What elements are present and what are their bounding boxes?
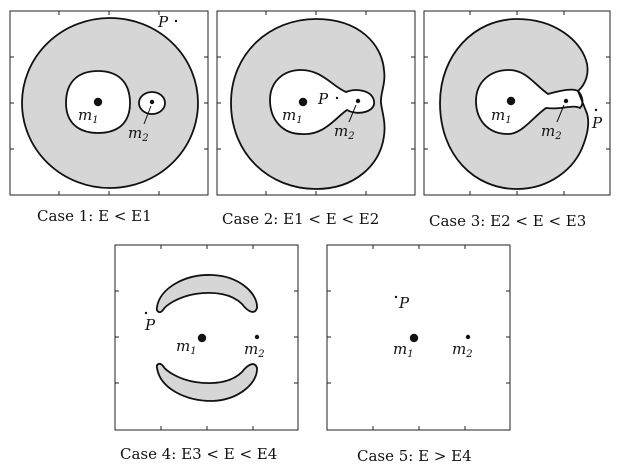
p-point [335, 96, 339, 100]
ticks [115, 245, 298, 430]
panel-case-2: P m1 m2 Case 2: E1 < E < E2 [216, 10, 416, 228]
m2-label: m2 [452, 340, 473, 360]
m1-point [506, 96, 516, 106]
forbidden-crescent-upper [155, 274, 258, 314]
p-point [174, 19, 178, 23]
panel-case-1: P m1 m2 Case 1: E < E1 [9, 10, 209, 225]
panel-case-4: P m1 m2 Case 4: E3 < E < E4 [114, 244, 299, 463]
m1-label: m1 [491, 106, 512, 126]
panel-frame [114, 244, 299, 431]
m2-label: m2 [541, 122, 562, 142]
panel-case-5: P m1 m2 Case 5: E > E4 [326, 244, 511, 465]
caption: Case 2: E1 < E < E2 [222, 210, 379, 228]
p-label: P [398, 294, 410, 312]
m1-point [409, 333, 419, 343]
ticks [10, 11, 208, 195]
forbidden-region [21, 17, 199, 189]
p-label: P [317, 90, 329, 108]
m1-label: m1 [282, 106, 303, 126]
caption: Case 4: E3 < E < E4 [120, 445, 277, 463]
m1-point [93, 97, 103, 107]
p-point [144, 311, 148, 315]
m2-point [254, 334, 260, 340]
m2-point [563, 98, 569, 104]
p-point [594, 108, 598, 112]
forbidden-crescent-lower [155, 362, 258, 402]
caption: Case 3: E2 < E < E3 [429, 212, 586, 230]
ticks [424, 11, 610, 195]
panel-case-3: P m1 m2 Case 3: E2 < E < E3 [423, 10, 611, 230]
m2-label: m2 [334, 122, 355, 142]
forbidden-region [230, 18, 386, 190]
m2-leader-line [556, 104, 565, 123]
m2-point [465, 334, 471, 340]
m1-label: m1 [176, 337, 197, 357]
forbidden-region [439, 18, 590, 190]
ticks [327, 245, 510, 430]
ticks [217, 11, 415, 195]
m2-label: m2 [128, 124, 149, 144]
caption: Case 1: E < E1 [37, 207, 152, 225]
m2-point [355, 98, 361, 104]
m2-label: m2 [244, 340, 265, 360]
caption: Case 5: E > E4 [357, 447, 472, 465]
p-label: P [157, 13, 169, 31]
m1-point [298, 97, 308, 107]
m2-leader-line [143, 105, 152, 125]
m1-label: m1 [78, 106, 99, 126]
m2-leader-line [348, 104, 357, 123]
m1-label: m1 [393, 340, 414, 360]
m2-point [149, 99, 155, 105]
p-point [394, 295, 398, 299]
p-label: P [144, 316, 156, 334]
m1-point [197, 333, 207, 343]
panel-frame [326, 244, 511, 431]
p-label: P [591, 114, 603, 132]
